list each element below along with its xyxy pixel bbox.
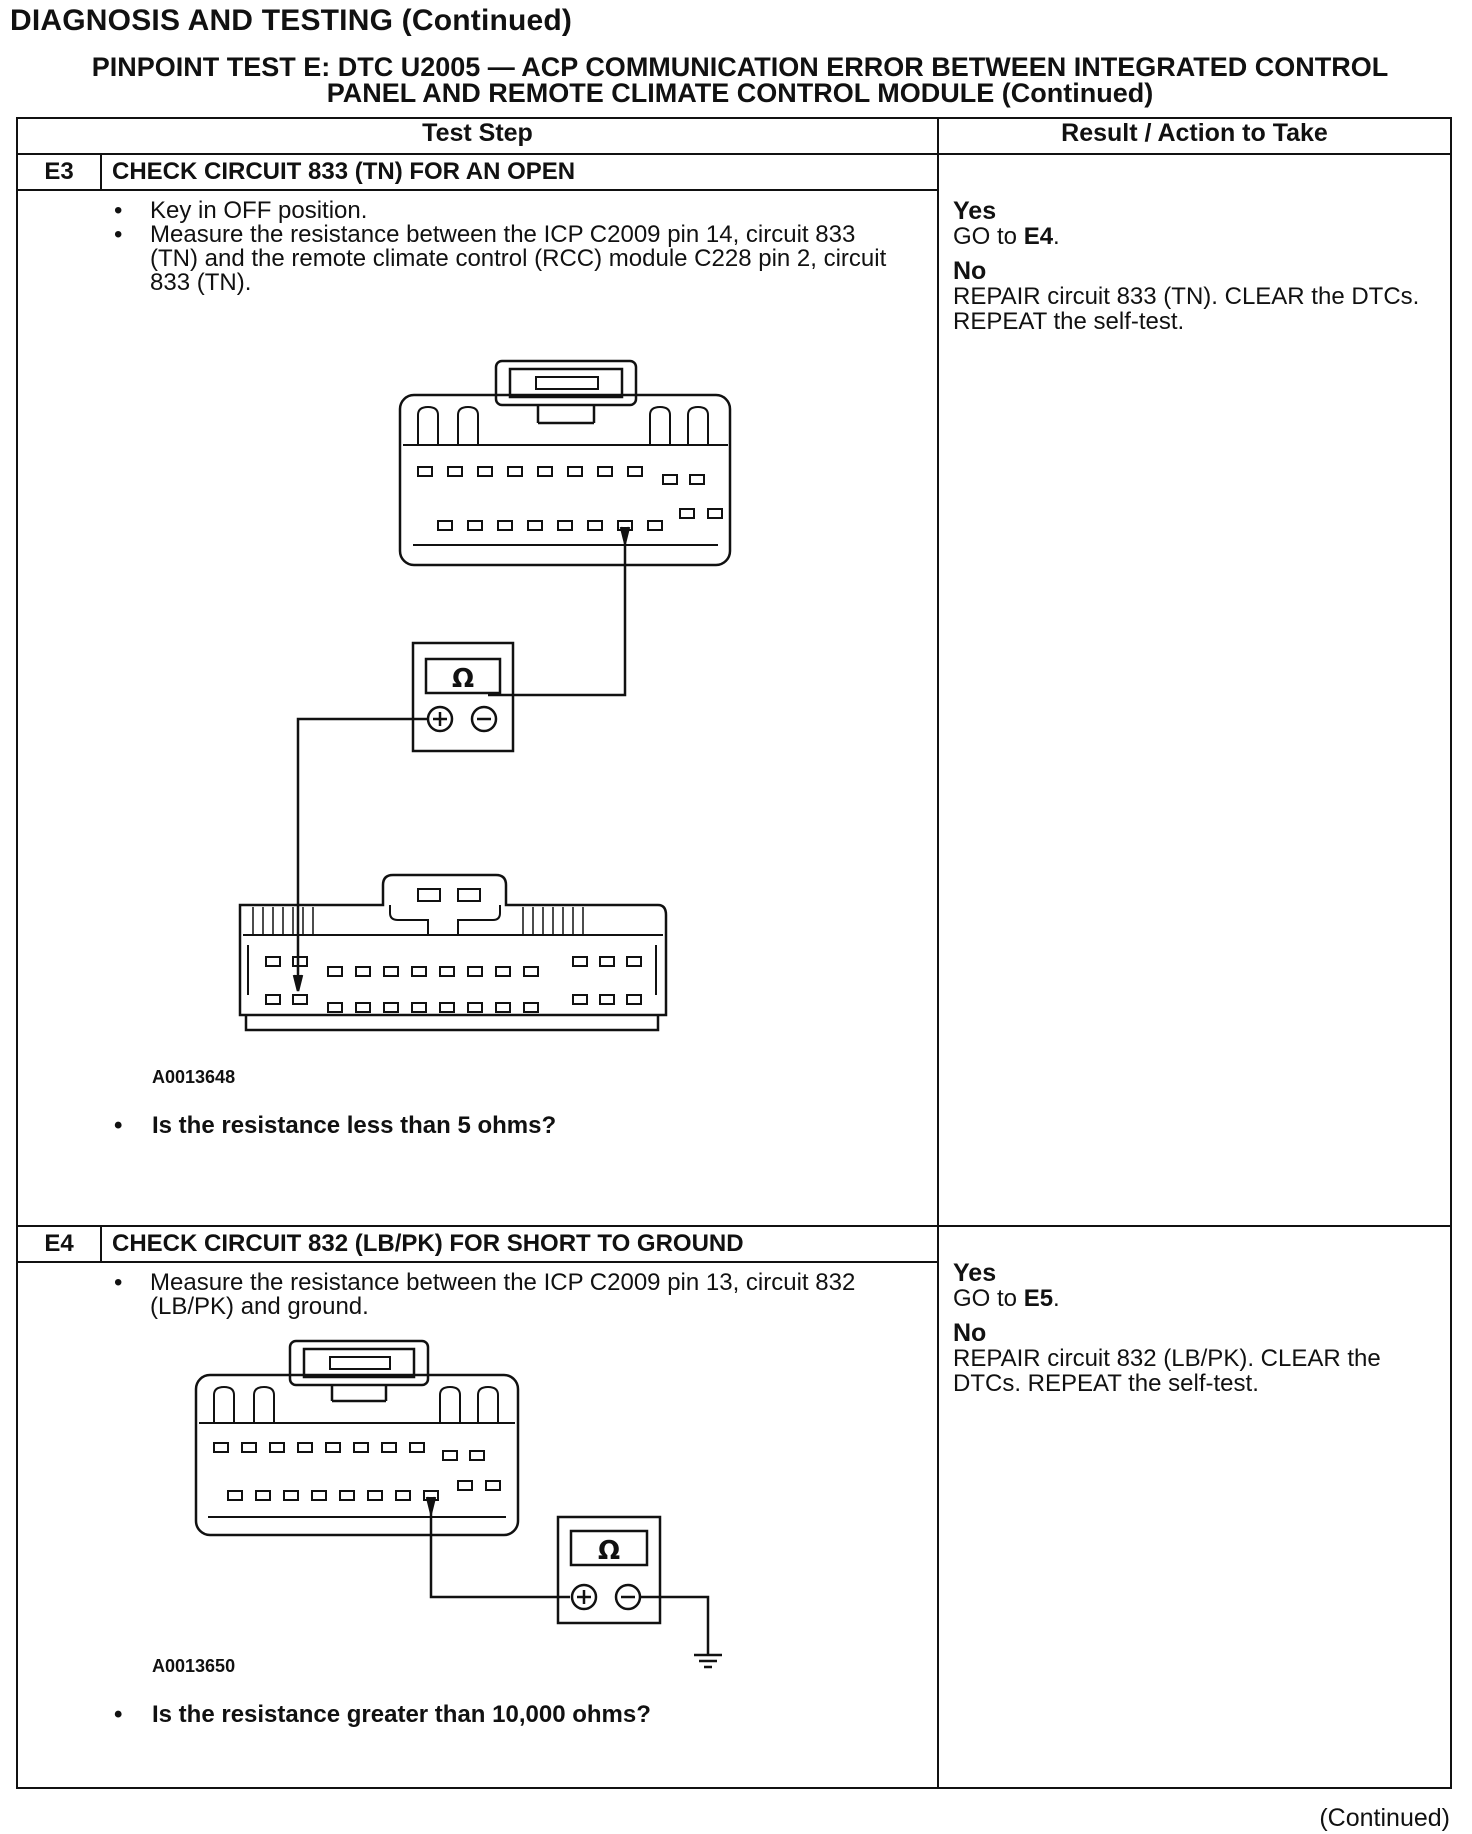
column-header-test-step: Test Step — [16, 117, 939, 155]
ground-icon — [694, 1653, 722, 1669]
step-e3-result: Yes GO to E4. No REPAIR circuit 833 (TN)… — [937, 153, 1452, 1227]
instruction-bullet: Key in OFF position. — [18, 199, 937, 224]
figure-id: A0013648 — [152, 1067, 236, 1087]
no-action: REPAIR circuit 832 (LB/PK). CLEAR the DT… — [953, 1345, 1381, 1397]
step-id: E4 — [18, 1227, 102, 1261]
no-action: REPAIR circuit 833 (TN). CLEAR the DTCs.… — [953, 283, 1420, 335]
instruction-bullet: Measure the resistance between the ICP C… — [18, 223, 937, 295]
step-e4-body: Measure the resistance between the ICP C… — [16, 1261, 939, 1789]
pinpoint-test-title: PINPOINT TEST E: DTC U2005 — ACP COMMUNI… — [20, 52, 1460, 108]
step-id: E3 — [18, 155, 102, 189]
step-e3-body: Key in OFF position. Measure the resista… — [16, 189, 939, 1227]
test-title-line-2: PANEL AND REMOTE CLIMATE CONTROL MODULE … — [326, 78, 1154, 108]
yes-label: Yes — [953, 197, 997, 225]
ohm-symbol: Ω — [598, 1536, 620, 1566]
continued-note: (Continued) — [1319, 1804, 1450, 1832]
instruction-bullet: Measure the resistance between the ICP C… — [18, 1271, 937, 1319]
icp-connector-c2009 — [398, 359, 732, 567]
icp-pin-row-1 — [213, 1442, 485, 1461]
yes-action: GO to E5. — [953, 1285, 1060, 1312]
page-title: DIAGNOSIS AND TESTING (Continued) — [10, 4, 573, 37]
ohmmeter — [556, 1515, 662, 1625]
pinpoint-test-table: Test Step Result / Action to Take E3 CHE… — [16, 117, 1452, 1789]
yes-action: GO to E4. — [953, 223, 1060, 250]
e4-wiring-diagram: Ω — [194, 1339, 722, 1669]
step-e4-result: Yes GO to E5. No REPAIR circuit 832 (LB/… — [937, 1225, 1452, 1789]
icp-pin-row-2 — [227, 1480, 501, 1501]
icp-pin-row-2 — [437, 508, 723, 531]
figure-id: A0013650 — [152, 1656, 236, 1676]
ground-lead — [640, 1595, 710, 1655]
step-title: CHECK CIRCUIT 833 (TN) FOR AN OPEN — [112, 158, 576, 185]
goto-step-link: E4 — [1023, 223, 1054, 250]
step-e4-heading: E4 CHECK CIRCUIT 832 (LB/PK) FOR SHORT T… — [16, 1225, 939, 1263]
rcc-pin-row-2 — [265, 994, 642, 1013]
column-header-result: Result / Action to Take — [937, 117, 1452, 155]
step-title: CHECK CIRCUIT 832 (LB/PK) FOR SHORT TO G… — [112, 1230, 744, 1257]
test-title-line-1: PINPOINT TEST E: DTC U2005 — ACP COMMUNI… — [91, 52, 1389, 82]
step-question: Is the resistance less than 5 ohms? — [18, 1112, 937, 1140]
e3-wiring-diagram: Ω — [238, 359, 732, 1032]
rcc-pin-row-1 — [265, 956, 642, 977]
goto-step-link: E5 — [1023, 1285, 1054, 1312]
step-question: Is the resistance greater than 10,000 oh… — [18, 1701, 937, 1729]
ohm-symbol: Ω — [452, 664, 474, 694]
yes-label: Yes — [953, 1259, 997, 1287]
probe-lead-positive — [429, 1497, 570, 1599]
icp-connector-c2009 — [194, 1339, 520, 1537]
step-e3-heading: E3 CHECK CIRCUIT 833 (TN) FOR AN OPEN — [16, 153, 939, 191]
ohmmeter — [411, 641, 515, 753]
probe-lead-positive — [296, 717, 428, 975]
probe-lead-negative — [488, 527, 627, 697]
icp-pin-row-1 — [417, 466, 705, 485]
no-label: No — [953, 1319, 987, 1347]
no-label: No — [953, 257, 987, 285]
rcc-connector-c228 — [238, 873, 668, 1032]
